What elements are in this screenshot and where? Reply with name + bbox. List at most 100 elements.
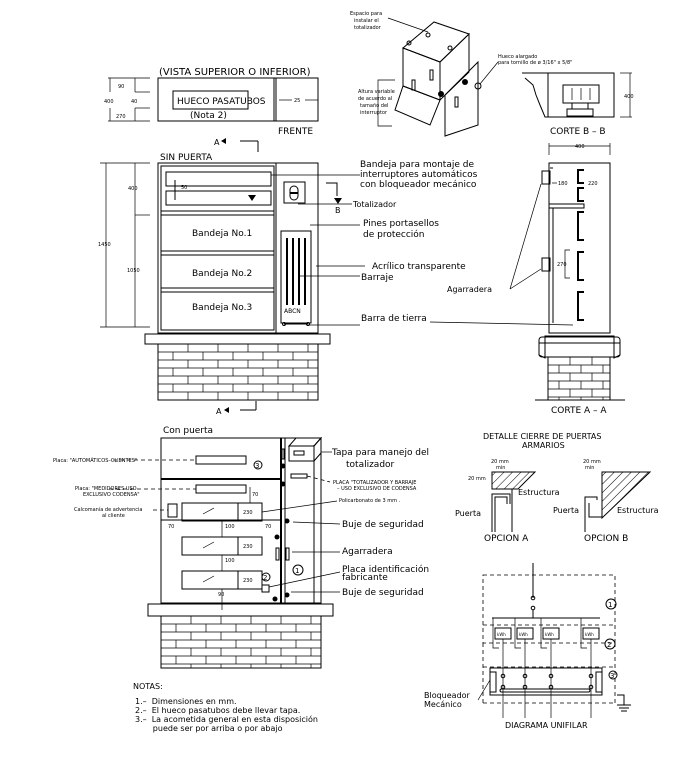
section-aa-title: CORTE A – A — [551, 406, 607, 416]
dim-230-1: 230 — [243, 510, 253, 516]
tray-2: Bandeja No.2 — [192, 269, 252, 279]
busbar-letters: ABCN — [284, 308, 301, 315]
front-view-with-door: Con puerta 230 230 230 70 70 70 100 100 … — [53, 426, 429, 610]
section-bb-title: CORTE B – B — [550, 127, 606, 137]
callout-cover-1: Tapa para manejo del — [331, 448, 429, 458]
callout-acrylic: Acrílico transparente — [372, 262, 466, 272]
iso-height-label-2: de acuerdo al — [358, 96, 392, 102]
callout-totalizer: Totalizador — [352, 200, 397, 209]
dim-70-right: 70 — [265, 524, 271, 530]
with-door-title: Con puerta — [163, 426, 213, 436]
sld-lock-label-2: Mecánico — [424, 700, 462, 709]
aa-dim-270: 270 — [557, 262, 567, 268]
iso-height-label-4: interruptor — [360, 110, 388, 116]
gap-min-a: min — [496, 465, 505, 471]
busbar-panel — [280, 230, 312, 324]
kwh-meter-label: kWh — [519, 632, 528, 637]
callout-bushing-2: Buje de seguridad — [342, 588, 424, 598]
note-2: 2.– El hueco pasatubos debe llevar tapa. — [135, 706, 300, 715]
callout-handle-door: Agarradera — [342, 547, 393, 557]
iso-slot-label-2: para tornillo de ø 3/16" x 5/8" — [498, 60, 572, 66]
plate-meters — [195, 484, 247, 494]
dim-1450: 1450 — [98, 242, 111, 248]
iso-space-label-3: totalizador — [354, 25, 382, 31]
dim-230-2: 230 — [243, 544, 253, 550]
callout-cover-2: totalizador — [346, 460, 395, 470]
cable-hole-label: HUECO PASATUBOS — [177, 97, 266, 107]
section-marker-a-top: A — [214, 138, 259, 152]
notes-title: NOTAS: — [133, 682, 163, 691]
dim-50: 50 — [181, 185, 187, 191]
brick-base-1 — [144, 333, 331, 401]
dim-70-top: 70 — [252, 492, 258, 498]
callout-tray-mount-1: Bandeja para montaje de — [360, 160, 474, 170]
option-b-label: OPCION B — [584, 534, 628, 544]
svg-text:B: B — [335, 206, 341, 215]
kwh-meter-label: kWh — [497, 632, 506, 637]
zone-1-marker: 1 — [295, 567, 299, 575]
cable-hole-note: (Nota 2) — [190, 111, 227, 121]
note-1: 1.– Dimensiones en mm. — [135, 697, 237, 706]
note-3-cont: puede ser por arriba o por abajo — [135, 724, 283, 733]
structure-label-b: Estructura — [617, 506, 659, 515]
aa-dim-180: 180 — [558, 181, 568, 187]
dim-400: 400 — [104, 99, 114, 105]
door-label-a: Puerta — [455, 509, 481, 518]
top-view: (VISTA SUPERIOR O INFERIOR) HUECO PASATU… — [104, 67, 319, 137]
sld-zone-1: 1 — [608, 601, 612, 609]
iso-space-label-1: Espacio para — [350, 11, 382, 17]
callout-seal-pins-2: de protección — [363, 229, 425, 240]
callout-id-plate-1: Placa identificación — [342, 564, 429, 575]
option-a-label: OPCION A — [484, 534, 529, 544]
id-plate — [261, 584, 270, 593]
iso-space-label-2: instalar el — [354, 18, 379, 24]
cabinet-outline — [157, 162, 319, 334]
kwh-meter-label: kWh — [545, 632, 554, 637]
no-door-title: SIN PUERTA — [160, 153, 213, 163]
dim-1050: 1050 — [127, 268, 140, 274]
door-detail-title-2: ARMARIOS — [522, 441, 565, 450]
dim-70-left: 70 — [168, 524, 174, 530]
callout-warning-2: al cliente — [102, 513, 125, 519]
dim-100-1: 100 — [225, 524, 235, 530]
dim-40: 40 — [131, 99, 137, 105]
bb-dim-400: 400 — [624, 94, 634, 100]
totalizer-box — [283, 181, 306, 204]
svg-text:A: A — [214, 138, 220, 147]
section-bb: 400 CORTE B – B — [522, 72, 634, 137]
callout-tray-mount-3: con bloqueador mecánico — [360, 180, 477, 190]
gap-min-b: min — [585, 465, 594, 471]
callout-tray-mount-2: interruptores automáticos — [360, 170, 478, 180]
iso-height-label-3: tamaño del — [360, 103, 388, 109]
door-label-b: Puerta — [553, 506, 579, 515]
sld-title: DIAGRAMA UNIFILAR — [505, 721, 588, 730]
gap-label-a: 20 mm — [491, 459, 509, 465]
warning-sticker — [167, 503, 178, 518]
callout-warning-1: Calcomanía de advertencia — [74, 506, 142, 513]
sld-zone-3: 3 — [610, 672, 614, 680]
dim-25: 25 — [294, 98, 300, 104]
brick-base-2 — [147, 603, 334, 669]
top-view-title: (VISTA SUPERIOR O INFERIOR) — [159, 67, 311, 78]
door-closure-detail: DETALLE CIERRE DE PUERTAS ARMARIOS 20 mm… — [455, 432, 659, 544]
callout-handle: Agarradera — [447, 285, 492, 294]
iso-slot-label-1: Hueco alargado — [498, 54, 537, 60]
door-detail-title-1: DETALLE CIERRE DE PUERTAS — [483, 432, 601, 441]
gap-label-b: 20 mm — [583, 459, 601, 465]
dim-270: 270 — [116, 114, 126, 120]
callout-busbar: Barraje — [361, 273, 394, 283]
dim-230-3: 230 — [243, 578, 253, 584]
callout-plate-meters-2: EXCLUSIVO CODENSA" — [83, 492, 140, 498]
sld-zone-2: 2 — [607, 641, 611, 649]
isometric-bracket: Espacio para instalar el totalizador Hue… — [350, 11, 572, 137]
cable-hole-box — [172, 90, 249, 110]
zone-2-marker: 2 — [263, 574, 267, 582]
notes: NOTAS: 1.– Dimensiones en mm. 2.– El hue… — [133, 682, 318, 733]
note-3: 3.– La acometida general en esta disposi… — [135, 714, 318, 724]
structure-label-a: Estructura — [518, 488, 560, 497]
dim-90: 90 — [118, 84, 124, 90]
height-label-a: 20 mm — [468, 476, 486, 482]
dim-90b: 90 — [218, 592, 224, 598]
dim-400b: 400 — [128, 186, 138, 192]
